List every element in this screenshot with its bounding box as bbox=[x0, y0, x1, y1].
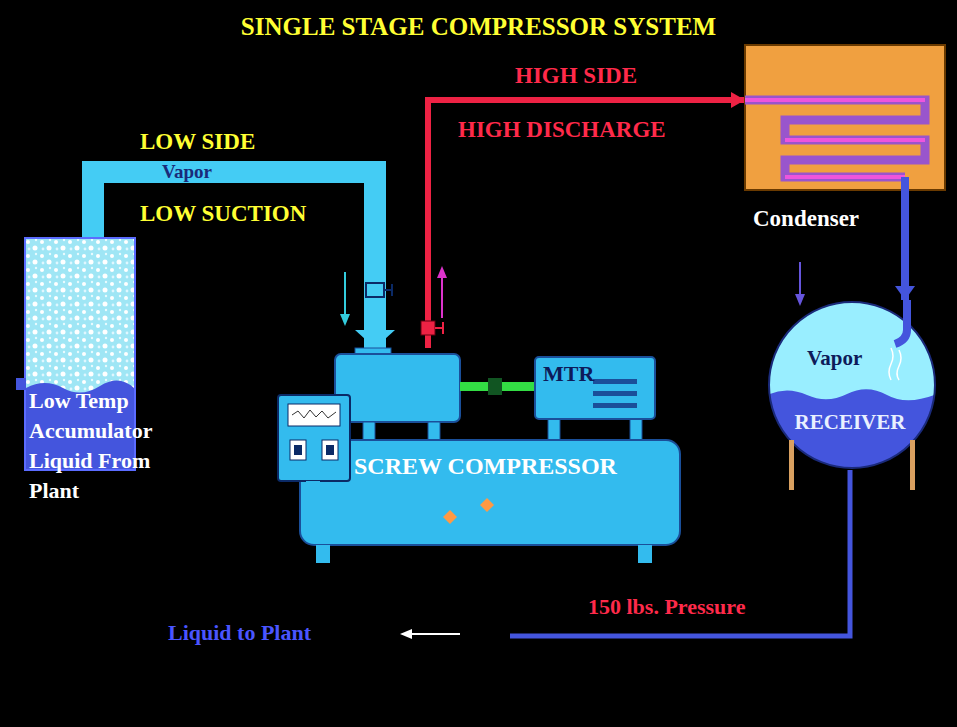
annotation-label: HIGH DISCHARGE bbox=[458, 116, 666, 144]
receiver-leg bbox=[910, 440, 915, 490]
pipe-connector bbox=[428, 100, 745, 348]
node-sublabel: RECEIVER bbox=[765, 410, 935, 435]
discharge-valve bbox=[421, 321, 435, 335]
panel-button bbox=[290, 440, 306, 460]
leg bbox=[638, 545, 652, 563]
coupling-guard bbox=[488, 378, 502, 395]
pipe-connector bbox=[901, 237, 909, 300]
inlet-pipe bbox=[16, 378, 26, 390]
valve-handle bbox=[435, 322, 443, 334]
motor-fin bbox=[593, 379, 637, 384]
motor-fin bbox=[593, 403, 637, 408]
panel-button-face bbox=[294, 445, 302, 455]
node-label: Condenser bbox=[753, 205, 859, 233]
condenser-coil-highlight bbox=[745, 100, 925, 177]
control-panel bbox=[278, 395, 350, 481]
oil-separator-body bbox=[300, 440, 680, 545]
accumulator-tank: Low Temp Accumulator Liquid From Plant bbox=[25, 238, 225, 530]
condensate-outlet bbox=[901, 177, 909, 237]
leg bbox=[316, 545, 330, 563]
condensate-drip bbox=[889, 348, 901, 380]
annotation-label: Liquid to Plant bbox=[168, 620, 311, 646]
flow-arrow-head bbox=[340, 314, 350, 326]
panel-button-face bbox=[326, 445, 334, 455]
screw-compressor: SCREW COMPRESSOR MTR bbox=[278, 348, 682, 563]
receiver-vessel: VaporRECEIVER bbox=[765, 300, 939, 470]
flow-arrow bbox=[441, 276, 443, 318]
diagram-title: SINGLE STAGE COMPRESSOR SYSTEM bbox=[0, 12, 957, 42]
panel-stand bbox=[306, 481, 320, 491]
valve-handle bbox=[384, 284, 392, 296]
motor: MTR bbox=[535, 357, 655, 419]
flow-arrow bbox=[344, 272, 346, 318]
motor-fin bbox=[593, 391, 637, 396]
inlet-pipe bbox=[895, 300, 907, 344]
node-label: MTR bbox=[543, 361, 594, 387]
flow-arrow-head bbox=[400, 629, 412, 639]
annotation-label: 150 lbs. Pressure bbox=[588, 594, 745, 620]
annotation-label: LOW SIDE bbox=[140, 128, 255, 156]
condenser: Condenser bbox=[745, 45, 945, 237]
panel-display bbox=[288, 404, 340, 426]
condenser-shell bbox=[745, 45, 945, 190]
receiver-leg bbox=[789, 440, 794, 490]
flow-arrow bbox=[799, 262, 801, 298]
node-label: SCREW COMPRESSOR bbox=[354, 452, 617, 481]
flow-arrow-head bbox=[795, 294, 805, 306]
annotation-label: Vapor bbox=[160, 161, 214, 182]
annotation-label: HIGH SIDE bbox=[515, 62, 637, 90]
display-trace bbox=[292, 410, 336, 418]
panel-button bbox=[322, 440, 338, 460]
node-label: Low Temp Accumulator Liquid From Plant bbox=[29, 386, 179, 506]
compressor-head bbox=[335, 354, 460, 422]
sight-glass bbox=[480, 498, 494, 512]
motor-foot bbox=[630, 419, 642, 442]
receiver-vessel-outline bbox=[765, 300, 939, 470]
node-label: Vapor bbox=[807, 346, 862, 371]
suction-valve bbox=[366, 283, 384, 297]
annotation-label: LOW SUCTION bbox=[140, 200, 306, 228]
sight-glass bbox=[443, 510, 457, 524]
motor-housing bbox=[535, 357, 655, 419]
flow-arrow-head bbox=[437, 266, 447, 278]
motor-foot bbox=[548, 419, 560, 442]
condenser-coil bbox=[745, 100, 925, 177]
flow-arrow bbox=[408, 633, 460, 635]
